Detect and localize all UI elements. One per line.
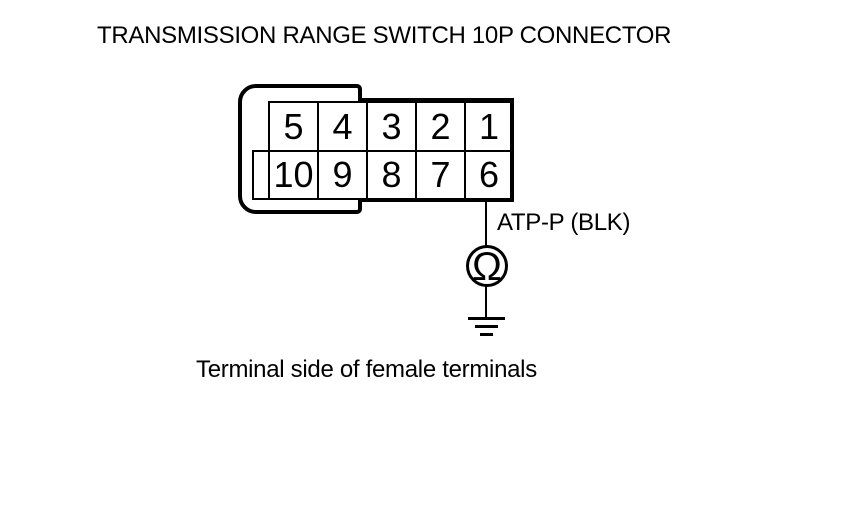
- ground-wire: [485, 286, 487, 318]
- test-lead-wire: [485, 200, 487, 246]
- pin-cell-4: 4: [317, 101, 368, 152]
- pin-cell-10: 10: [268, 150, 319, 200]
- wire-label: ATP-P (BLK): [497, 209, 631, 236]
- pin-block-outline: [362, 98, 514, 202]
- diagram-title: TRANSMISSION RANGE SWITCH 10P CONNECTOR: [97, 22, 672, 49]
- ohm-symbol: Ω: [472, 245, 502, 289]
- ground-icon: [468, 317, 505, 336]
- ohmmeter-icon: Ω: [466, 245, 508, 287]
- pin-cell-1: 1: [464, 101, 514, 152]
- diagram-caption: Terminal side of female terminals: [196, 356, 537, 383]
- pin-cell-9: 9: [317, 150, 368, 200]
- pin-cell-5: 5: [268, 101, 319, 152]
- pin-cell-7: 7: [415, 150, 466, 200]
